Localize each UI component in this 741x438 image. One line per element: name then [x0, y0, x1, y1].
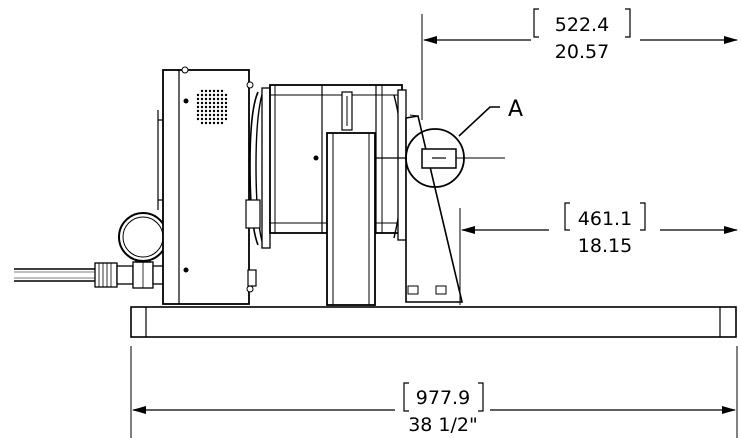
- vent-hole: [220, 105, 224, 109]
- vent-hole: [208, 93, 212, 97]
- dimension-top-imperial: 20.57: [555, 41, 609, 63]
- pressure-gauge: [118, 212, 168, 262]
- vent-hole: [196, 113, 200, 117]
- vent-hole: [196, 109, 200, 113]
- dimension-top: [421, 8, 738, 120]
- vent-hole: [212, 101, 216, 105]
- vent-hole: [196, 117, 200, 121]
- vent-hole: [208, 113, 212, 117]
- vent-hole: [216, 97, 220, 101]
- vent-hole: [200, 89, 204, 93]
- vent-hole: [208, 101, 212, 105]
- vent-hole: [208, 121, 212, 125]
- vent-hole: [204, 117, 208, 121]
- dimension-bottom-imperial: 38 1/2": [408, 414, 478, 436]
- vent-hole: [204, 89, 208, 93]
- vent-hole: [216, 89, 220, 93]
- vent-hole: [224, 105, 228, 109]
- dimension-top-metric: 522.4: [555, 14, 609, 36]
- vent-hole: [208, 117, 212, 121]
- vent-hole: [208, 97, 212, 101]
- vent-hole: [204, 105, 208, 109]
- control-box: [157, 66, 254, 305]
- support-stand: [326, 132, 430, 306]
- vent-hole: [200, 93, 204, 97]
- vent-hole: [196, 97, 200, 101]
- dimension-bottom-metric: 977.9: [416, 387, 470, 409]
- vent-hole: [204, 113, 208, 117]
- vent-hole: [220, 97, 224, 101]
- vent-hole: [216, 93, 220, 97]
- vent-hole: [212, 117, 216, 121]
- vent-hole: [224, 93, 228, 97]
- vent-hole: [212, 97, 216, 101]
- vent-hole: [208, 89, 212, 93]
- vent-hole: [216, 109, 220, 113]
- vent-hole: [204, 97, 208, 101]
- vent-hole: [204, 121, 208, 125]
- vent-hole: [196, 101, 200, 105]
- vent-hole: [196, 93, 200, 97]
- vent-hole: [200, 121, 204, 125]
- vent-hole: [224, 101, 228, 105]
- vent-hole: [212, 113, 216, 117]
- vent-hole: [208, 109, 212, 113]
- reel-drum: [245, 84, 407, 287]
- vent-hole: [220, 101, 224, 105]
- vent-hole: [224, 117, 228, 121]
- vent-hole: [200, 109, 204, 113]
- vent-hole: [220, 93, 224, 97]
- detail-label: A: [508, 97, 523, 122]
- vent-hole: [220, 89, 224, 93]
- vent-hole: [200, 117, 204, 121]
- vent-hole: [224, 113, 228, 117]
- vent-hole: [196, 105, 200, 109]
- dimension-bottom: [130, 346, 738, 438]
- vent-hole: [204, 109, 208, 113]
- vent-hole: [216, 113, 220, 117]
- vent-hole: [208, 105, 212, 109]
- vent-hole: [200, 105, 204, 109]
- vent-hole: [212, 121, 216, 125]
- vent-hole: [204, 93, 208, 97]
- vent-hole: [212, 89, 216, 93]
- dimension-middle: [459, 202, 738, 305]
- vent-hole: [216, 121, 220, 125]
- vent-grille: [196, 89, 228, 125]
- vent-hole: [220, 117, 224, 121]
- vent-hole: [212, 93, 216, 97]
- detail-callout-circle: [405, 106, 505, 188]
- vent-hole: [220, 121, 224, 125]
- vent-hole: [212, 109, 216, 113]
- vent-hole: [200, 97, 204, 101]
- vent-hole: [216, 105, 220, 109]
- vent-hole: [216, 101, 220, 105]
- dimension-middle-imperial: 18.15: [578, 235, 632, 257]
- vent-hole: [224, 109, 228, 113]
- vent-hole: [216, 117, 220, 121]
- vent-hole: [200, 101, 204, 105]
- outlet-bracket: [405, 114, 464, 303]
- vent-hole: [200, 113, 204, 117]
- vent-hole: [212, 105, 216, 109]
- vent-hole: [204, 101, 208, 105]
- vent-hole: [220, 109, 224, 113]
- base-plate: [130, 306, 737, 338]
- dimension-middle-metric: 461.1: [578, 208, 632, 230]
- vent-hole: [224, 97, 228, 101]
- vent-hole: [220, 113, 224, 117]
